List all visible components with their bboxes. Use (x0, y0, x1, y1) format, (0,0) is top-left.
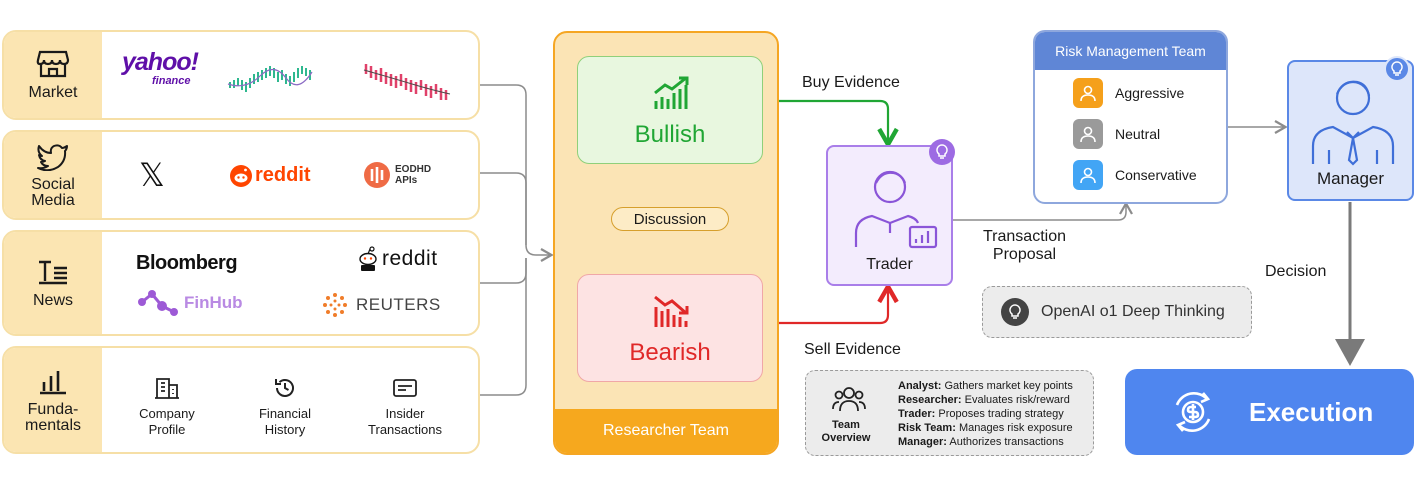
team-group-icon (832, 387, 866, 412)
finhub-logo: FinHub (136, 288, 243, 318)
newspaper-icon (39, 260, 67, 285)
deep-thinking-bulb-icon (1001, 298, 1029, 326)
trader-label: Trader (866, 256, 913, 273)
finhub-network-icon (138, 290, 178, 316)
manager-card: Manager (1287, 56, 1414, 201)
twitter-bird-icon (37, 144, 68, 171)
aggressive-avatar-icon (1073, 78, 1103, 108)
market-category: Market (4, 32, 102, 118)
team-overview-panel: Team Overview Analyst: Gathers market ke… (805, 370, 1094, 456)
buy-evidence-label: Buy Evidence (802, 74, 900, 91)
risk-management-panel: Risk Management Team Aggressive Neutral … (1033, 30, 1228, 204)
bar-chart-icon (40, 371, 66, 395)
reddit-news-logo: reddit (358, 246, 438, 272)
conservative-avatar-icon (1073, 160, 1103, 190)
reuters-logo: REUTERS (322, 292, 441, 318)
trader-card: Trader (826, 139, 955, 286)
news-label: News (32, 292, 73, 309)
overview-analyst: Analyst: Gathers market key points (898, 380, 1073, 392)
trader-person-icon (854, 170, 938, 249)
manager-bulb-icon (1384, 56, 1410, 82)
risk-member-aggressive: Aggressive (1073, 78, 1184, 108)
neutral-avatar-icon (1073, 119, 1103, 149)
deep-thinking-badge: OpenAI o1 Deep Thinking (982, 286, 1252, 338)
researcher-team-panel: Bullish Discussion Bearish Researcher Te… (553, 31, 779, 455)
reuters-dots-icon (323, 293, 347, 317)
bullish-chart-icon (654, 76, 689, 109)
sources-connector (480, 84, 554, 396)
social-media-label: Social Media (31, 176, 75, 209)
eodhd-candle-icon (364, 162, 390, 188)
risk-member-conservative: Conservative (1073, 160, 1197, 190)
sell-evidence-arrow (763, 291, 888, 325)
reddit-logo: reddit (230, 164, 311, 187)
market-panel: Market yahoo! finance (2, 30, 480, 120)
overview-manager: Manager: Authorizes transactions (898, 436, 1064, 448)
reddit-mascot-icon (359, 246, 377, 271)
proposal-arrow (953, 201, 1133, 221)
bullish-card: Bullish (577, 56, 763, 164)
overview-trader: Trader: Proposes trading strategy (898, 408, 1064, 420)
overview-risk-team: Risk Team: Manages risk exposure (898, 422, 1073, 434)
bearish-card: Bearish (577, 274, 763, 382)
news-category: News (4, 232, 102, 334)
fundamentals-label: Funda- mentals (24, 401, 82, 434)
financial-history-item: Financial History (230, 376, 340, 438)
building-icon (155, 378, 179, 399)
insider-transactions-item: Insider Transactions (350, 376, 460, 438)
transaction-proposal-label: Transaction Proposal (983, 228, 1066, 263)
dollar-exchange-icon (1175, 392, 1211, 432)
execution-label: Execution (1249, 396, 1374, 427)
sell-evidence-label: Sell Evidence (804, 341, 901, 358)
market-label: Market (28, 84, 78, 101)
researcher-team-title: Researcher Team (555, 409, 777, 453)
buy-evidence-arrow (763, 99, 888, 140)
manager-label: Manager (1316, 169, 1385, 188)
reddit-alien-icon (230, 164, 252, 187)
bloomberg-logo: Bloomberg (136, 252, 238, 274)
team-overview-title: Team Overview (821, 419, 871, 444)
candlestick-chart-red-icon (363, 64, 451, 100)
storefront-icon (36, 50, 70, 78)
execution-block: Execution (1125, 369, 1414, 455)
fundamentals-category: Funda- mentals (4, 348, 102, 452)
x-logo: 𝕏 (139, 156, 165, 194)
bearish-chart-icon (654, 295, 689, 327)
news-panel: News Bloomberg reddit FinHub REUTERS (2, 230, 480, 336)
fundamentals-panel: Funda- mentals Company Profile Financial… (2, 346, 480, 454)
yahoo-finance-logo: yahoo! finance (122, 48, 199, 88)
risk-member-neutral: Neutral (1073, 119, 1160, 149)
document-icon (393, 379, 417, 397)
deep-thinking-label: OpenAI o1 Deep Thinking (1041, 303, 1225, 320)
manager-person-icon (1311, 80, 1395, 166)
risk-management-title: Risk Management Team (1035, 32, 1226, 70)
candlestick-chart-green-icon (227, 66, 313, 92)
trader-bulb-icon (929, 139, 955, 165)
decision-label: Decision (1265, 263, 1327, 280)
social-media-category: Social Media (4, 132, 102, 218)
history-icon (275, 379, 294, 397)
bullish-label: Bullish (634, 121, 706, 148)
company-profile-item: Company Profile (112, 376, 222, 438)
bearish-label: Bearish (629, 339, 711, 366)
overview-researcher: Researcher: Evaluates risk/reward (898, 394, 1070, 406)
discussion-badge: Discussion (611, 207, 729, 231)
